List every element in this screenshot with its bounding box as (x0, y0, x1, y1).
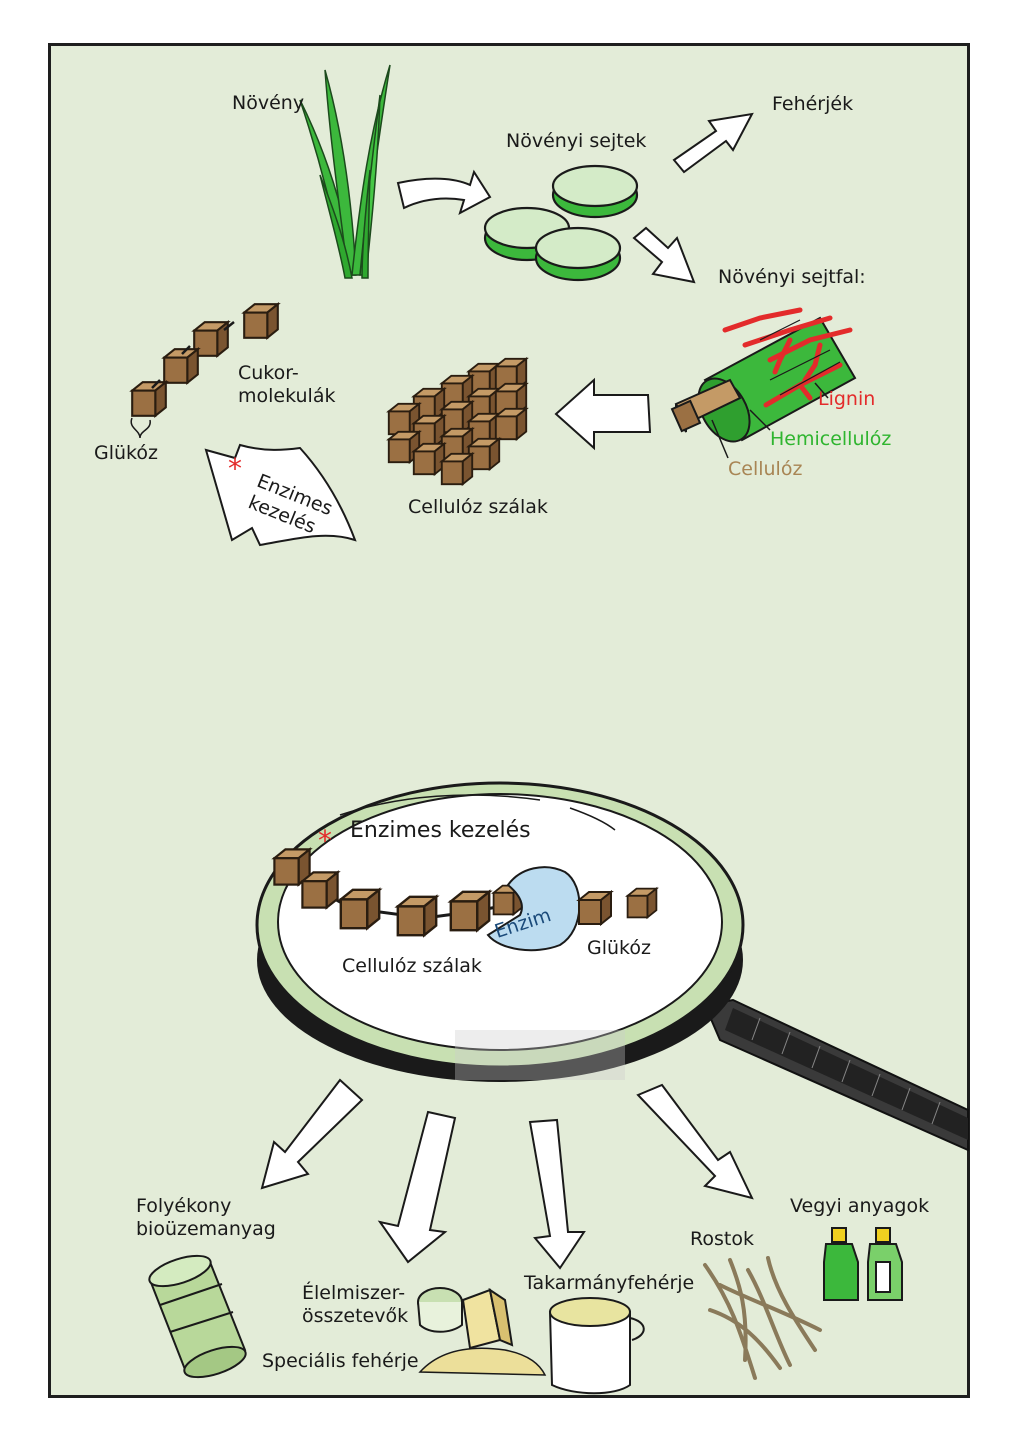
diagram-panel (48, 43, 970, 1398)
cell-wall-icon (670, 307, 857, 459)
sugar-chain-icon (130, 303, 279, 439)
lens-glucose-label: Glükóz (587, 937, 651, 959)
lignin-label: Lignin (818, 388, 876, 410)
special-protein-label: Speciális fehérje (262, 1350, 419, 1372)
asterisk-icon: * (228, 452, 242, 485)
chemical-bottles-icon (823, 1227, 903, 1301)
proteins-label: Fehérjék (772, 93, 854, 115)
glucose-label: Glükóz (94, 442, 158, 464)
fibers-label: Rostok (690, 1228, 754, 1250)
food-ingredients-icon (417, 1287, 514, 1350)
special-protein-powder-icon (418, 1347, 547, 1376)
asterisk-icon: * (318, 824, 332, 857)
lens-enzymatic-treatment-label: Enzimes kezelés (350, 818, 531, 843)
plant-cells-label: Növényi sejtek (506, 130, 647, 152)
lens-cellulose-fibers-label: Cellulóz szálak (342, 955, 482, 977)
hemicellulose-label: Hemicellulóz (770, 428, 892, 450)
chemicals-label: Vegyi anyagok (790, 1195, 930, 1217)
enzymatic-treatment-flag (204, 443, 357, 547)
arrow-plant-to-cells (396, 169, 492, 216)
arrow-to-biofuel (260, 1078, 364, 1190)
plant-cells-icon (483, 164, 639, 282)
fibers-icon (703, 1256, 822, 1380)
enzyme-icon (486, 866, 581, 952)
feed-protein-bucket-icon (548, 1297, 645, 1395)
plant-icon (299, 64, 391, 279)
arrow-to-feed (528, 1118, 586, 1270)
arrow-cells-to-cellwall (632, 226, 696, 284)
arrow-cellwall-to-fibers (554, 377, 652, 451)
food-ingredients-label: Élelmiszer- összetevők (302, 1282, 409, 1327)
liquid-biofuel-label: Folyékony bioüzemanyag (136, 1195, 276, 1240)
cell-wall-label: Növényi sejtfal: (718, 266, 866, 288)
magnifier-handle (703, 998, 969, 1152)
lens-cellulose-chain (273, 848, 524, 937)
arrow-to-food (377, 1110, 457, 1264)
sugar-molecules-label: Cukor- molekulák (238, 362, 336, 407)
plant-label: Növény (232, 92, 305, 114)
feed-protein-label: Takarmányfehérje (524, 1272, 695, 1294)
cellulose-label: Cellulóz (728, 458, 803, 480)
cellulose-fibers-label: Cellulóz szálak (408, 496, 548, 518)
arrow-to-fibers-chemicals (636, 1083, 754, 1200)
arrow-cells-to-proteins (672, 112, 754, 174)
cellulose-fiber-bundle-icon (387, 357, 528, 486)
biofuel-barrel-icon (148, 1254, 247, 1379)
